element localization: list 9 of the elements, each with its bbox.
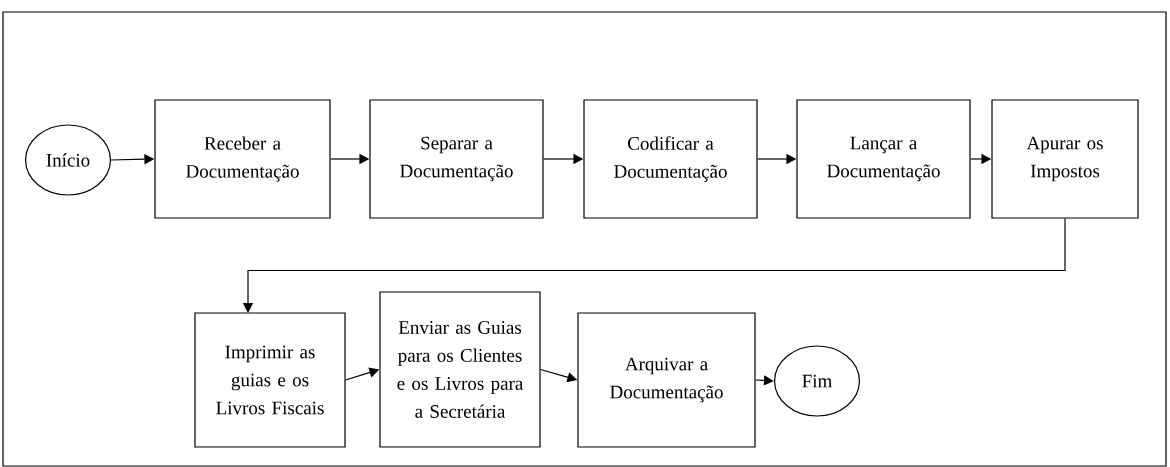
process-box: Imprimir as guias e os Livros Fiscais — [194, 312, 346, 448]
process-box: Lançar a Documentação — [796, 99, 971, 219]
process-box: Codificar a Documentação — [583, 99, 758, 219]
process-box: Receber a Documentação — [154, 99, 331, 219]
process-box: Apurar os Impostos — [991, 99, 1139, 219]
arrow — [755, 375, 774, 386]
process-box: Arquivar a Documentação — [577, 312, 756, 448]
process-box: Enviar as Guias para os Clientes e os Livros para a Secretária — [379, 291, 541, 448]
process-box: Separar a Documentação — [369, 99, 544, 219]
